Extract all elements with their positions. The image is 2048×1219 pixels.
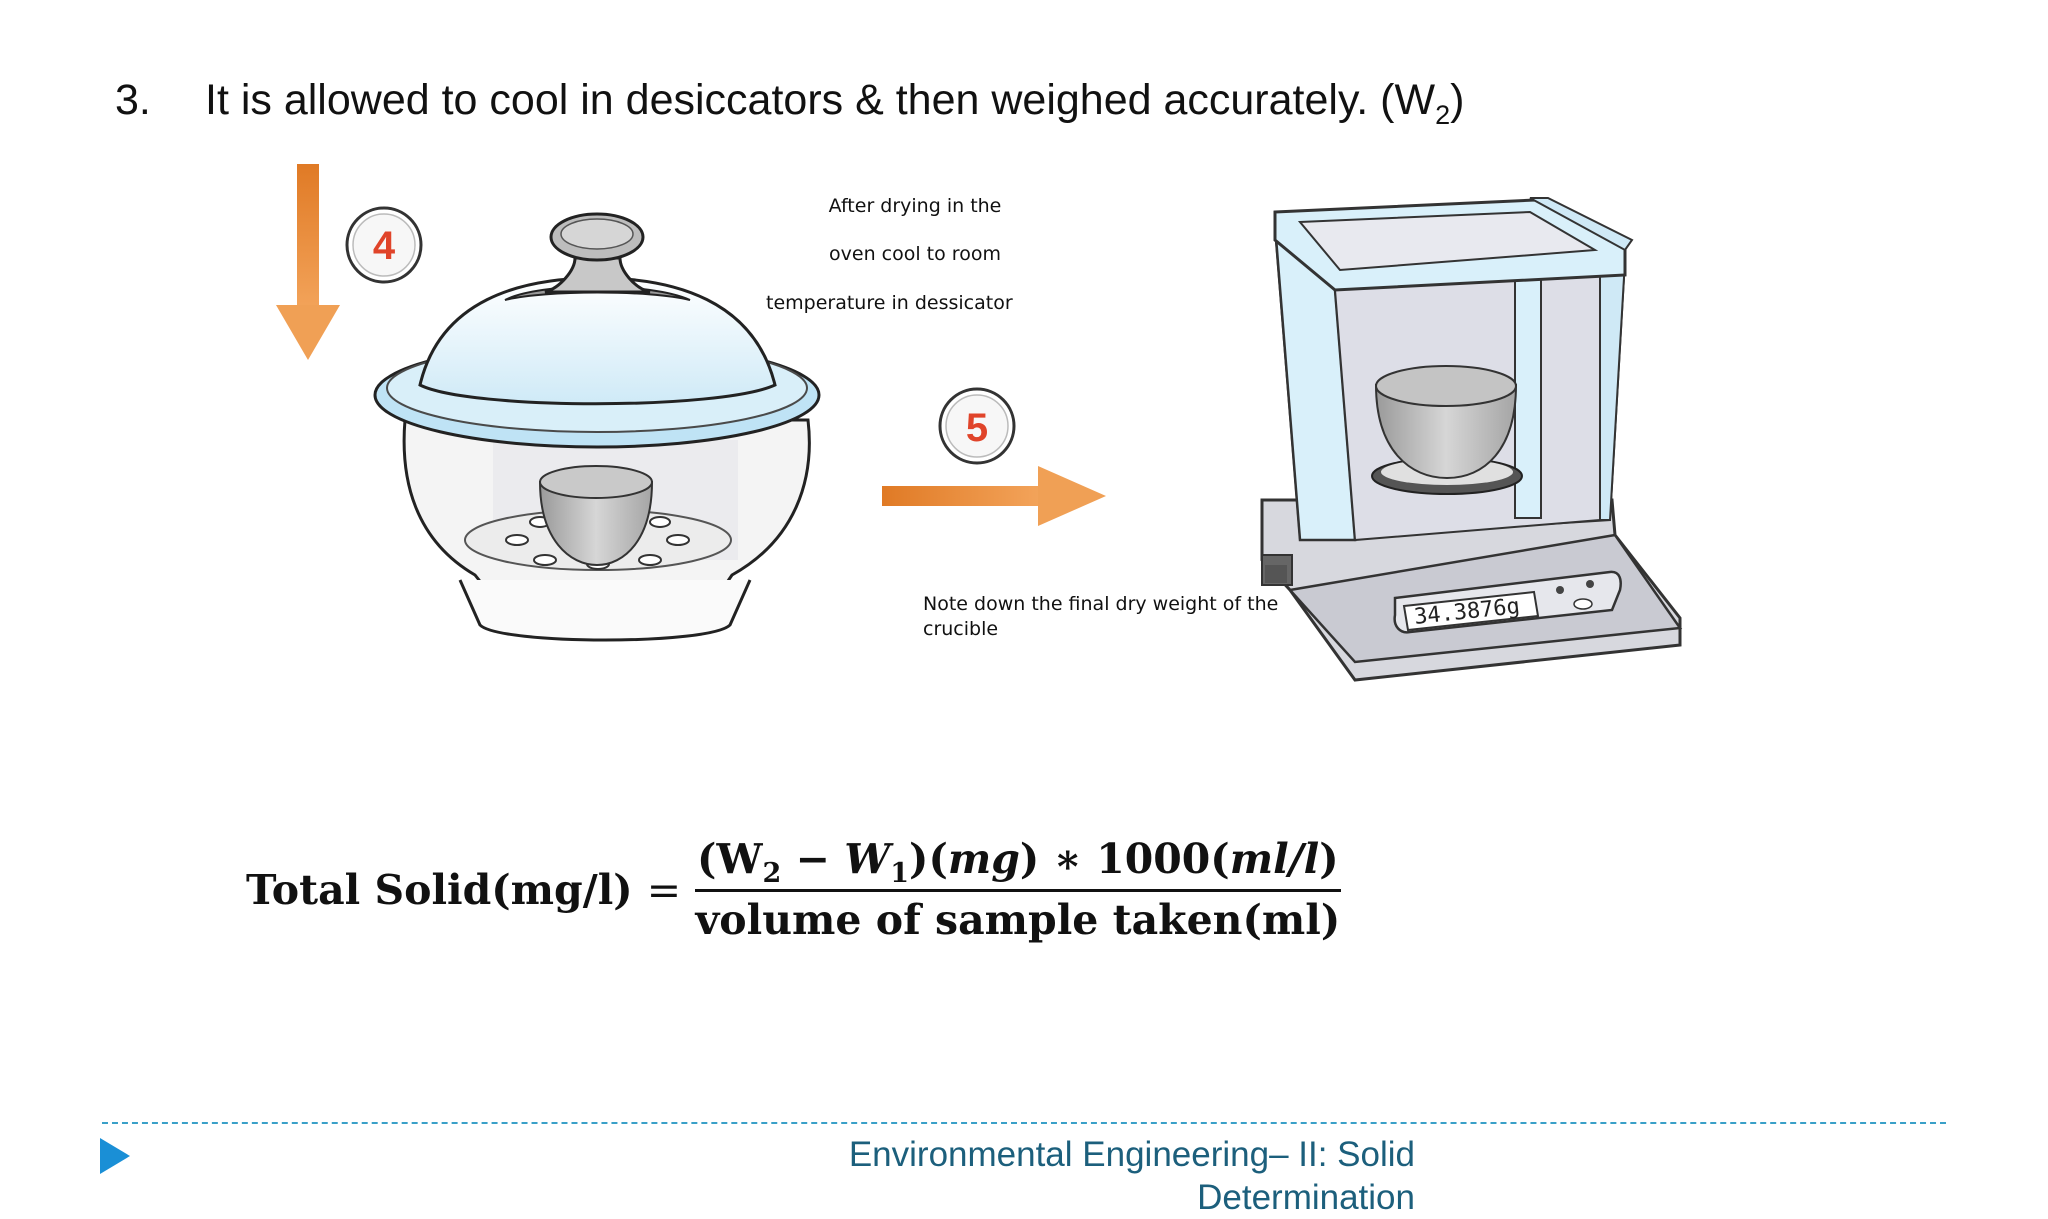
caption-drying-line-3: temperature in dessicator — [766, 292, 1013, 314]
formula-equals: = — [646, 865, 682, 914]
heading-text: It is allowed to cool in desiccators & t… — [205, 76, 1465, 130]
caption-drying-line-2: oven cool to room — [829, 243, 1001, 265]
footer-line-1: Environmental Engineering– II: Solid — [848, 1135, 1415, 1174]
footer-line-2: Determination — [1197, 1178, 1415, 1217]
step-4-badge: 4 — [345, 206, 423, 284]
caption-weight-line-1: Note down the final dry weight of the — [923, 593, 1279, 615]
footer-title: Environmental Engineering– II: Solid Det… — [849, 1133, 1415, 1219]
down-arrow-icon — [276, 164, 340, 360]
slide-heading: 3. It is allowed to cool in desiccators … — [115, 72, 1465, 130]
play-arrow-icon[interactable] — [100, 1138, 130, 1174]
analytical-balance-illustration: 34.3876g — [1260, 197, 1683, 682]
desiccator-illustration — [373, 212, 821, 642]
formula-lhs: Total Solid(mg/l) — [246, 865, 633, 914]
formula-numerator: (W2 − W1)(mg) ∗ 1000(ml/l) — [695, 835, 1341, 892]
formula-fraction: (W2 − W1)(mg) ∗ 1000(ml/l) volume of sam… — [695, 835, 1341, 944]
footer-divider — [102, 1122, 1946, 1124]
total-solid-formula: Total Solid(mg/l) = (W2 − W1)(mg) ∗ 1000… — [246, 835, 1341, 944]
heading-number: 3. — [115, 76, 151, 124]
caption-weight: Note down the final dry weight of the cr… — [923, 592, 1283, 642]
caption-drying-line-1: After drying in the — [828, 195, 1002, 217]
step-5-number: 5 — [966, 406, 988, 450]
step-4-number: 4 — [373, 224, 396, 268]
step-5-badge: 5 — [938, 387, 1016, 465]
caption-weight-line-2: crucible — [923, 618, 999, 640]
caption-drying: After drying in the oven cool to room — [765, 194, 1065, 290]
formula-denominator: volume of sample taken(ml) — [695, 896, 1341, 944]
right-arrow-icon — [882, 466, 1106, 526]
